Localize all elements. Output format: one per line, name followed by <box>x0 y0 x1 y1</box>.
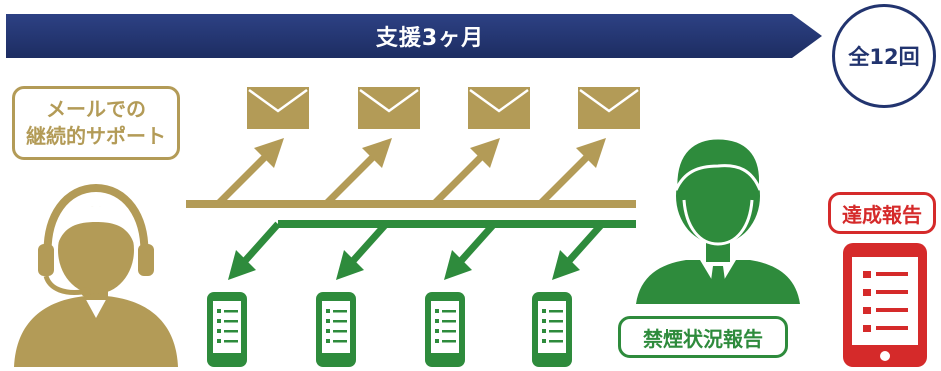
gold-arrows <box>215 138 606 207</box>
achievement-report-label: 達成報告 <box>828 192 936 234</box>
businessman-icon <box>636 136 800 304</box>
mail-envelope-icon <box>578 87 640 129</box>
headset-operator-icon <box>14 183 178 367</box>
mail-envelope-icon <box>468 87 530 129</box>
smartphone-checklist-icon <box>207 292 247 367</box>
smartphone-checklist-icon <box>425 292 465 367</box>
mail-support-label-line1: メールでの <box>46 97 146 121</box>
mail-envelope-icon <box>358 87 420 129</box>
mail-support-label-line2: 継続的サポート <box>26 124 166 148</box>
red-smartphone-checklist-icon <box>843 243 927 367</box>
banner-arrow <box>6 14 822 58</box>
mail-envelope-icon <box>247 87 309 129</box>
mail-support-label: メールでの 継続的サポート <box>12 86 180 160</box>
smoking-status-report-label: 禁煙状況報告 <box>618 316 788 358</box>
support-period-banner: 支援3ヶ月 <box>375 26 485 51</box>
smartphone-checklist-icon <box>532 292 572 367</box>
green-arrows <box>228 221 605 280</box>
smartphone-checklist-icon <box>316 292 356 367</box>
total-sessions-badge: 全12回 <box>832 4 936 108</box>
